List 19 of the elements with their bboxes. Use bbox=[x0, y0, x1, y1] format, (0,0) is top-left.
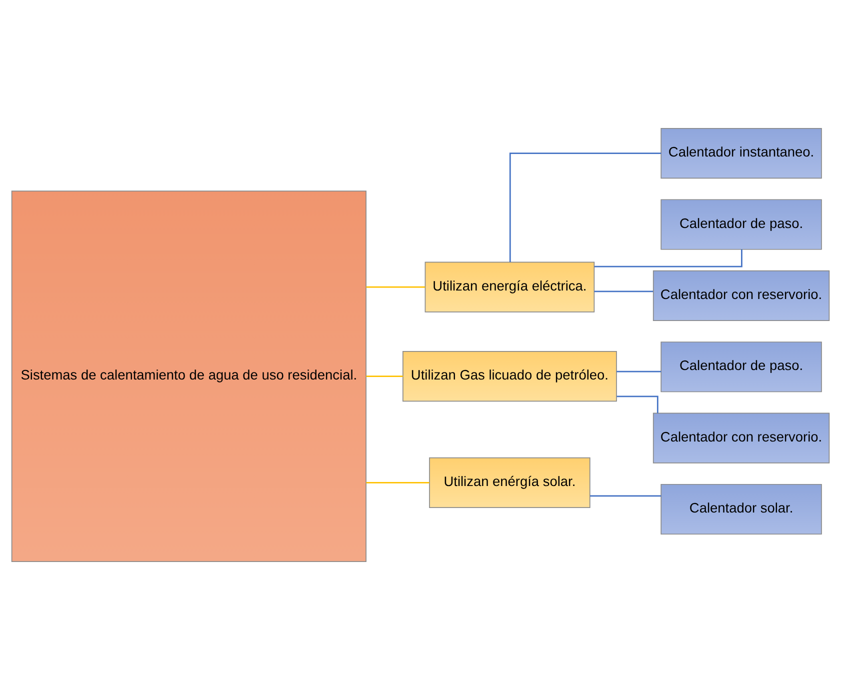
node-box: Calentador instantaneo. bbox=[660, 128, 822, 178]
connector bbox=[366, 286, 426, 288]
connector bbox=[366, 375, 403, 376]
connector bbox=[590, 494, 662, 496]
node-box: Calentador de paso. bbox=[660, 198, 822, 250]
node-box: Sistemas de calentamiento de agua de uso residencial. bbox=[11, 190, 366, 562]
node-box: Calentador solar. bbox=[660, 483, 822, 534]
connector bbox=[616, 395, 658, 413]
connector bbox=[594, 290, 654, 292]
node-box: Calentador de paso. bbox=[660, 341, 822, 392]
node-box: Utilizan enérgía solar. bbox=[429, 456, 590, 508]
node-box: Utilizan energía eléctrica. bbox=[424, 261, 595, 312]
connector bbox=[616, 370, 662, 372]
node-box: Calentador con reservorio. bbox=[652, 412, 830, 463]
connector bbox=[509, 152, 662, 262]
connector bbox=[594, 248, 742, 267]
connector bbox=[366, 481, 430, 483]
node-box: Calentador con reservorio. bbox=[652, 270, 830, 320]
node-box: Utilizan Gas licuado de petróleo. bbox=[402, 350, 617, 402]
